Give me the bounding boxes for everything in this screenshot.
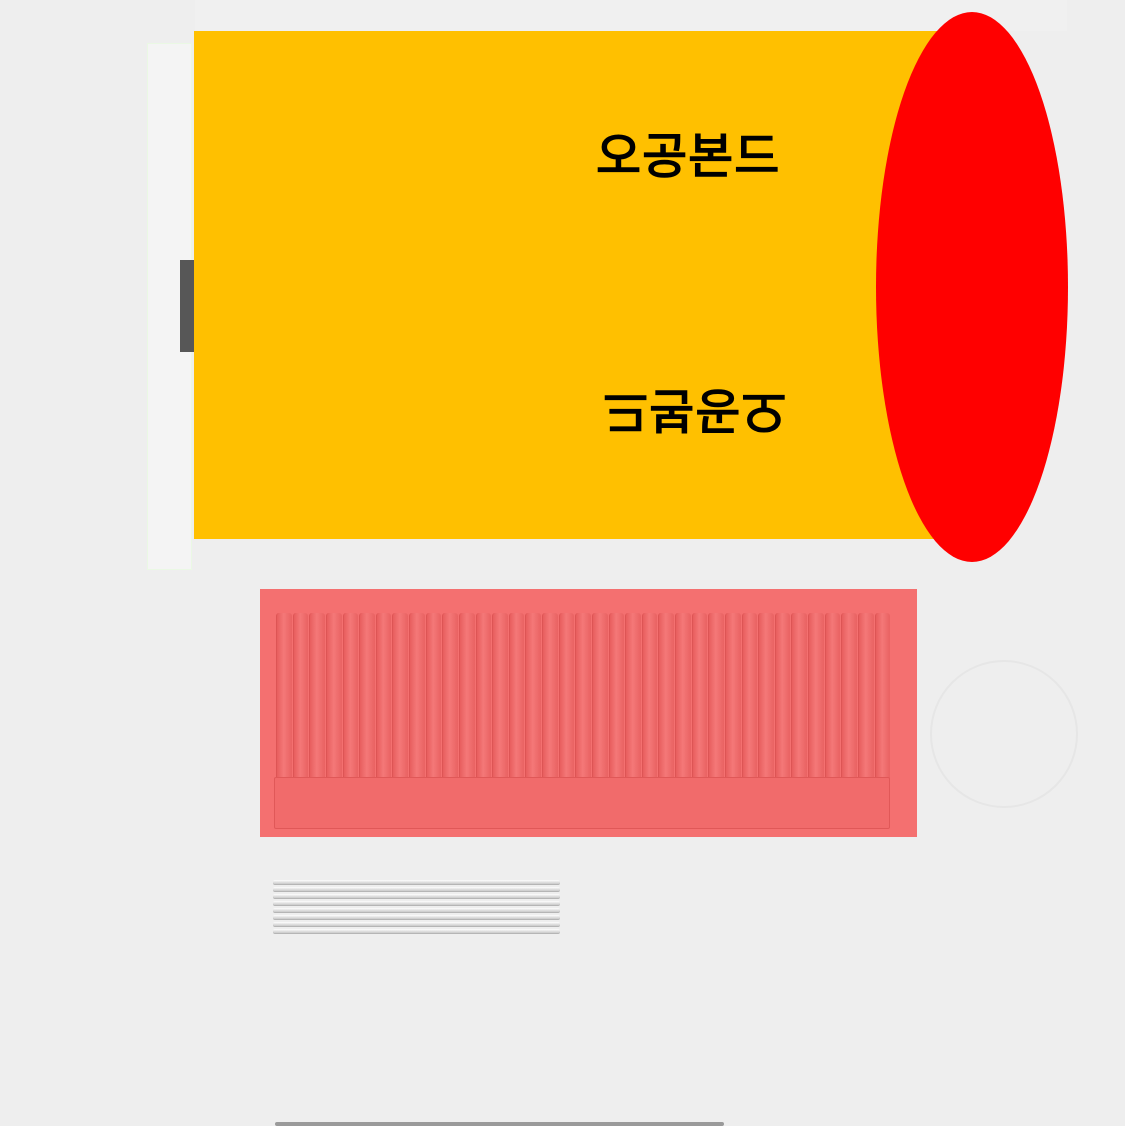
pad-ridge [409,613,425,781]
pad-ridge [675,613,691,781]
pad-ridge [359,613,375,781]
pad-ridge [525,613,541,781]
pad-ridge [774,613,791,781]
stick [273,922,560,927]
pad-ridge [724,613,741,781]
pad-ridge [758,613,774,781]
top-strip [195,0,1067,31]
pad-ridge [691,613,708,781]
pad-ridge [575,613,591,781]
bottom-rod [275,1122,724,1126]
stick [273,880,560,885]
pad-ridge [841,613,857,781]
pad-ridge [658,613,674,781]
pad-ridge [325,613,342,781]
glue-tube-cap[interactable] [876,12,1068,562]
pad-ridge [375,613,392,781]
pad-ridge [857,613,874,781]
glue-tube-body[interactable] [194,31,972,539]
pad-ridge [425,613,442,781]
pad-ridge [276,613,292,781]
pad-ridge [442,613,458,781]
pad-ridge [392,613,408,781]
tube-label-top: 오공본드 [596,128,781,185]
pad-ridge [309,613,325,781]
stick [273,901,560,906]
pad-ridge [808,613,824,781]
stick [273,908,560,913]
stick [273,915,560,920]
pad-ridge [791,613,807,781]
stick [273,887,560,892]
tube-back-cap [180,260,194,352]
stick [273,929,560,934]
pad-ridge [508,613,525,781]
pad-base [274,777,890,829]
pad-ridge [824,613,841,781]
pad-ridge [458,613,475,781]
pad-ridges [276,613,891,781]
stick [273,894,560,899]
pad-ridge [625,613,641,781]
pad-ridge [641,613,658,781]
pad-ridge [342,613,359,781]
sticks-icon[interactable] [273,880,560,934]
pad-ridge [292,613,309,781]
pad-ridge [874,613,891,781]
pad-ridge [475,613,492,781]
tube-label-bottom-rotated: 오공본드 [602,382,787,439]
pad-ridge [708,613,724,781]
empty-circle-icon[interactable] [930,660,1078,808]
pad-ridge [492,613,508,781]
pad-ridge [558,613,575,781]
pad-ridge [741,613,758,781]
pad-ridge [608,613,625,781]
pad-ridge [591,613,608,781]
ribbed-pad[interactable] [260,589,917,837]
pad-ridge [542,613,558,781]
